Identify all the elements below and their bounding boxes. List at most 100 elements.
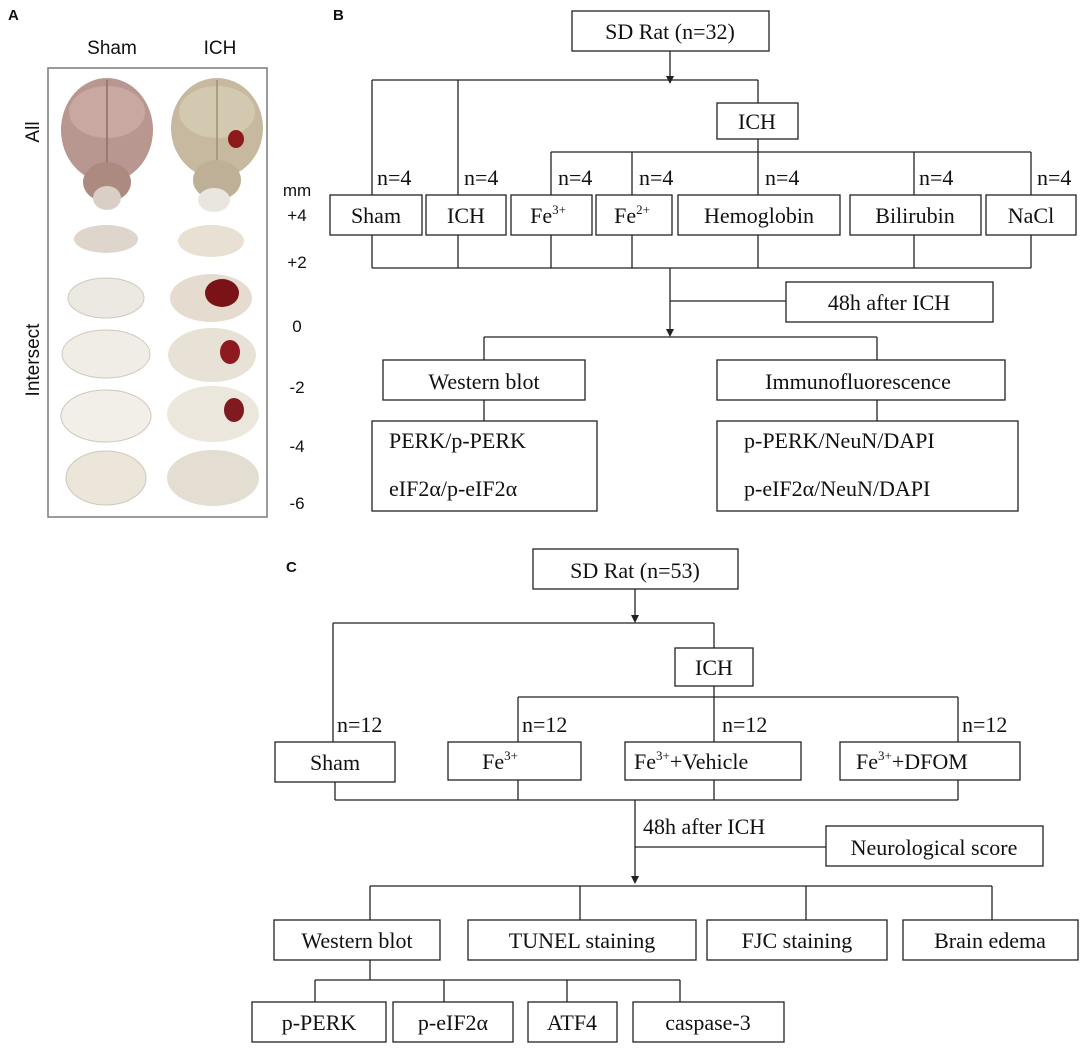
c-group-name-base: Fe (856, 749, 878, 774)
panel-a-column-ich: ICH (204, 38, 237, 59)
panel-a-row-all: All (23, 121, 44, 142)
c-assay-box (273, 919, 441, 961)
b-western-item: eIF2α/p-eIF2α (389, 476, 518, 501)
b-group-n: n=4 (377, 165, 411, 190)
b-ich-node-text: ICH (738, 109, 776, 134)
c-group-name-base: Fe (634, 749, 656, 774)
b-group-name-superscript: 3+ (552, 202, 566, 217)
b-group-n: n=4 (765, 165, 799, 190)
c-ich-node-text: ICH (695, 655, 733, 680)
b-group-n: n=4 (464, 165, 498, 190)
c-group-n: n=12 (522, 712, 567, 737)
c-group-n: n=12 (962, 712, 1007, 737)
b-group-name: Hemoglobin (704, 203, 814, 228)
c-western-item: caspase-3 (665, 1010, 751, 1035)
c-group-box (447, 741, 582, 781)
panel-c-label: C (286, 559, 297, 576)
b-time-box (785, 281, 994, 323)
c-group-box (839, 741, 1021, 781)
panel-a-mm-tick: 0 (292, 317, 301, 336)
panel-a-mm-tick: -4 (289, 437, 304, 456)
c-arrowhead (631, 876, 639, 884)
b-ich-node-box (716, 102, 799, 140)
b-group-box (849, 194, 982, 236)
b-group-name: ICH (447, 203, 485, 228)
panel-a-mm-unit: mm (283, 181, 311, 200)
c-western-item-box (251, 1001, 387, 1043)
c-assay-text: FJC staining (742, 928, 853, 953)
c-neuro-text: Neurological score (851, 835, 1018, 860)
c-assay-text: Brain edema (934, 928, 1046, 953)
b-group-n: n=4 (558, 165, 592, 190)
b-group-name-base: Fe (530, 203, 552, 228)
b-immuno-item: p-PERK/NeuN/DAPI (744, 428, 935, 453)
c-western-item-box (392, 1001, 514, 1043)
c-group-n: n=12 (337, 712, 382, 737)
panel-a-mm-tick: -2 (289, 378, 304, 397)
b-arrowhead (666, 329, 674, 337)
c-group-name-superscript: 3+ (878, 748, 892, 763)
c-assay-text: Western blot (301, 928, 412, 953)
c-group-name: Fe3++Vehicle (634, 748, 748, 774)
panel-a-label: A (8, 7, 19, 24)
panel-a-mm-tick: +2 (287, 253, 306, 272)
b-immuno-item: p-eIF2α/NeuN/DAPI (744, 476, 930, 501)
b-group-name: Fe2+ (614, 202, 650, 228)
sham-whole-brain-image (61, 78, 153, 210)
b-group-n: n=4 (919, 165, 953, 190)
c-arrowhead (631, 615, 639, 623)
b-time-text: 48h after ICH (828, 290, 950, 315)
b-immuno-text: Immunofluorescence (765, 369, 951, 394)
c-assay-box (467, 919, 697, 961)
panel-a-row-intersect: Intersect (23, 323, 44, 397)
c-western-item: ATF4 (547, 1010, 597, 1035)
c-western-item: p-PERK (282, 1010, 357, 1035)
b-group-box (595, 194, 673, 236)
c-group-box (624, 741, 802, 781)
b-group-box (985, 194, 1077, 236)
b-group-box (510, 194, 593, 236)
c-assay-box (902, 919, 1079, 961)
c-group-name-base: Fe (482, 749, 504, 774)
b-immuno-box (716, 359, 1006, 401)
b-group-name: Bilirubin (875, 203, 954, 228)
c-neuro-box (825, 825, 1044, 867)
b-western-text: Western blot (428, 369, 539, 394)
b-group-box (677, 194, 841, 236)
ich-whole-brain-image (171, 78, 263, 212)
b-group-n: n=4 (639, 165, 673, 190)
c-western-item: p-eIF2α (418, 1010, 489, 1035)
b-group-n: n=4 (1037, 165, 1071, 190)
panel-b-label: B (333, 7, 344, 24)
panel-a-column-sham: Sham (87, 38, 137, 59)
b-group-box (329, 194, 423, 236)
b-group-name: NaCl (1008, 203, 1054, 228)
c-group-name-suffix: +DFOM (892, 749, 968, 774)
b-western-item: PERK/p-PERK (389, 428, 526, 453)
c-group-name-suffix: +Vehicle (670, 749, 748, 774)
b-group-name: Sham (351, 203, 401, 228)
b-group-box (425, 194, 507, 236)
b-group-name-base: Fe (614, 203, 636, 228)
c-time-text: 48h after ICH (643, 814, 765, 839)
b-root-text: SD Rat (n=32) (605, 19, 735, 44)
b-western-box (382, 359, 586, 401)
panel-a-mm-tick: +4 (287, 206, 306, 225)
c-group-name: Fe3++DFOM (856, 748, 968, 774)
c-assay-box (706, 919, 888, 961)
c-group-name-superscript: 3+ (504, 748, 518, 763)
c-western-item-box (527, 1001, 618, 1043)
c-group-n: n=12 (722, 712, 767, 737)
ich-coronal-sections-image (167, 225, 259, 506)
b-western-items-box (371, 420, 598, 512)
c-western-item-box (632, 1001, 785, 1043)
c-group-name: Sham (310, 750, 360, 775)
b-root-box (571, 10, 770, 52)
c-assay-text: TUNEL staining (509, 928, 655, 953)
c-group-name-superscript: 3+ (656, 748, 670, 763)
c-ich-node-box (674, 647, 754, 687)
panel-a-mm-tick: -6 (289, 494, 304, 513)
b-immuno-items-box (716, 420, 1019, 512)
